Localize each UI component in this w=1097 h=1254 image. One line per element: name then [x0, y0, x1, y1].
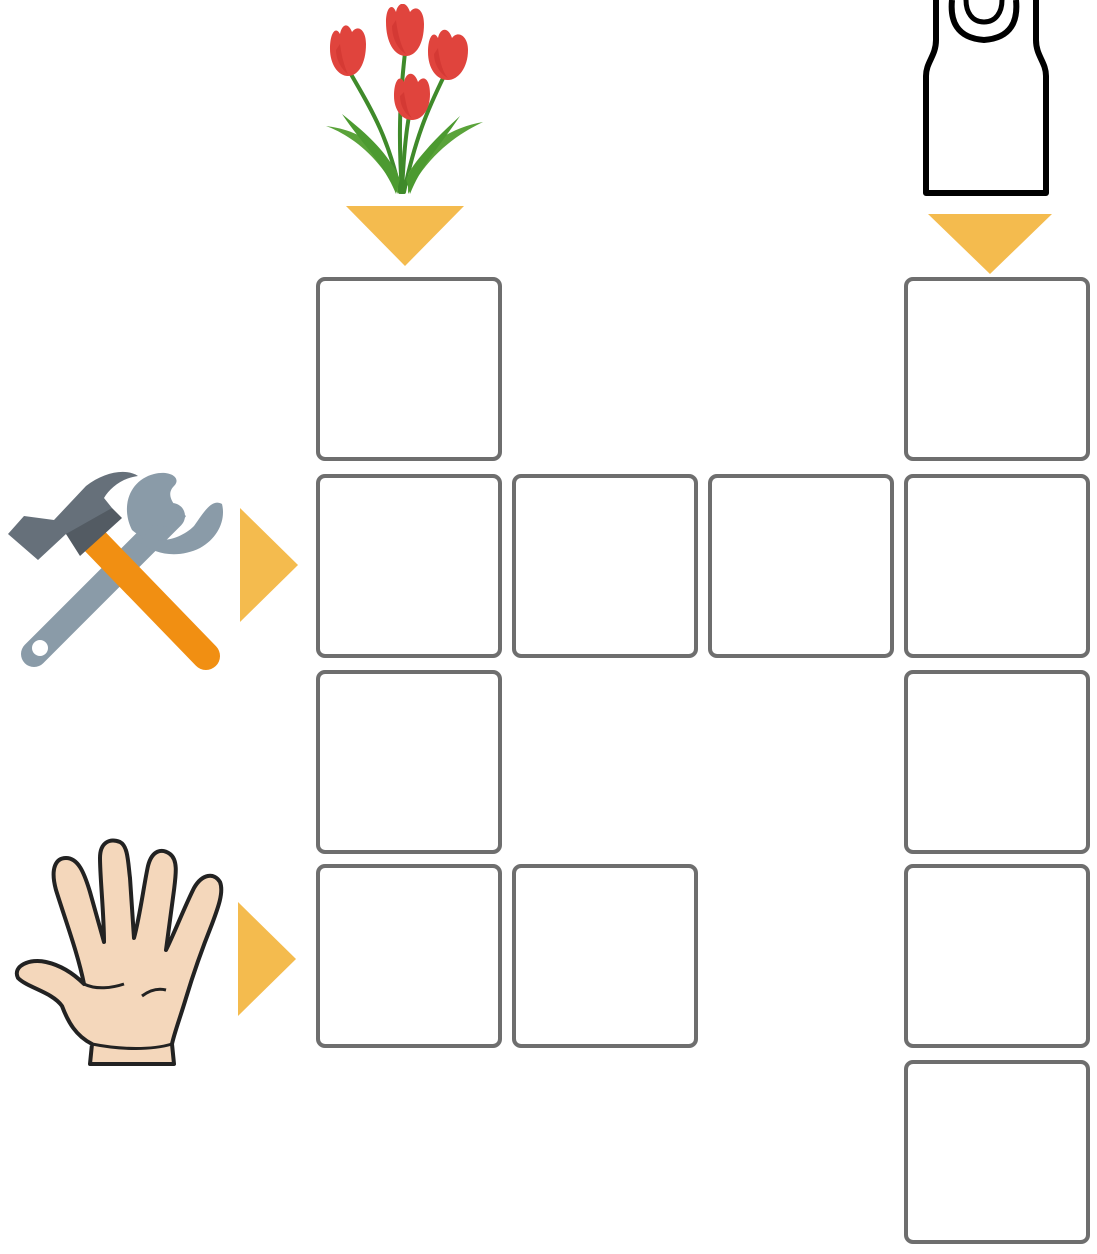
- grid-cell[interactable]: [316, 864, 502, 1048]
- grid-cell[interactable]: [512, 474, 698, 658]
- grid-cell[interactable]: [904, 864, 1090, 1048]
- tulips-icon: [318, 4, 488, 196]
- grid-cell[interactable]: [512, 864, 698, 1048]
- grid-cell[interactable]: [708, 474, 894, 658]
- down-arrow-tank-top: [928, 214, 1052, 274]
- grid-cell[interactable]: [316, 277, 502, 461]
- right-arrow-tools: [240, 508, 298, 622]
- right-arrow-hand: [238, 902, 296, 1016]
- down-arrow-flowers: [346, 206, 464, 266]
- grid-cell[interactable]: [316, 474, 502, 658]
- grid-cell[interactable]: [904, 474, 1090, 658]
- hammer-wrench-icon: [4, 464, 230, 680]
- grid-cell[interactable]: [904, 277, 1090, 461]
- grid-cell[interactable]: [904, 1060, 1090, 1244]
- grid-cell[interactable]: [316, 670, 502, 854]
- open-hand-icon: [12, 838, 228, 1070]
- grid-cell[interactable]: [904, 670, 1090, 854]
- tank-top-icon: [920, 0, 1054, 198]
